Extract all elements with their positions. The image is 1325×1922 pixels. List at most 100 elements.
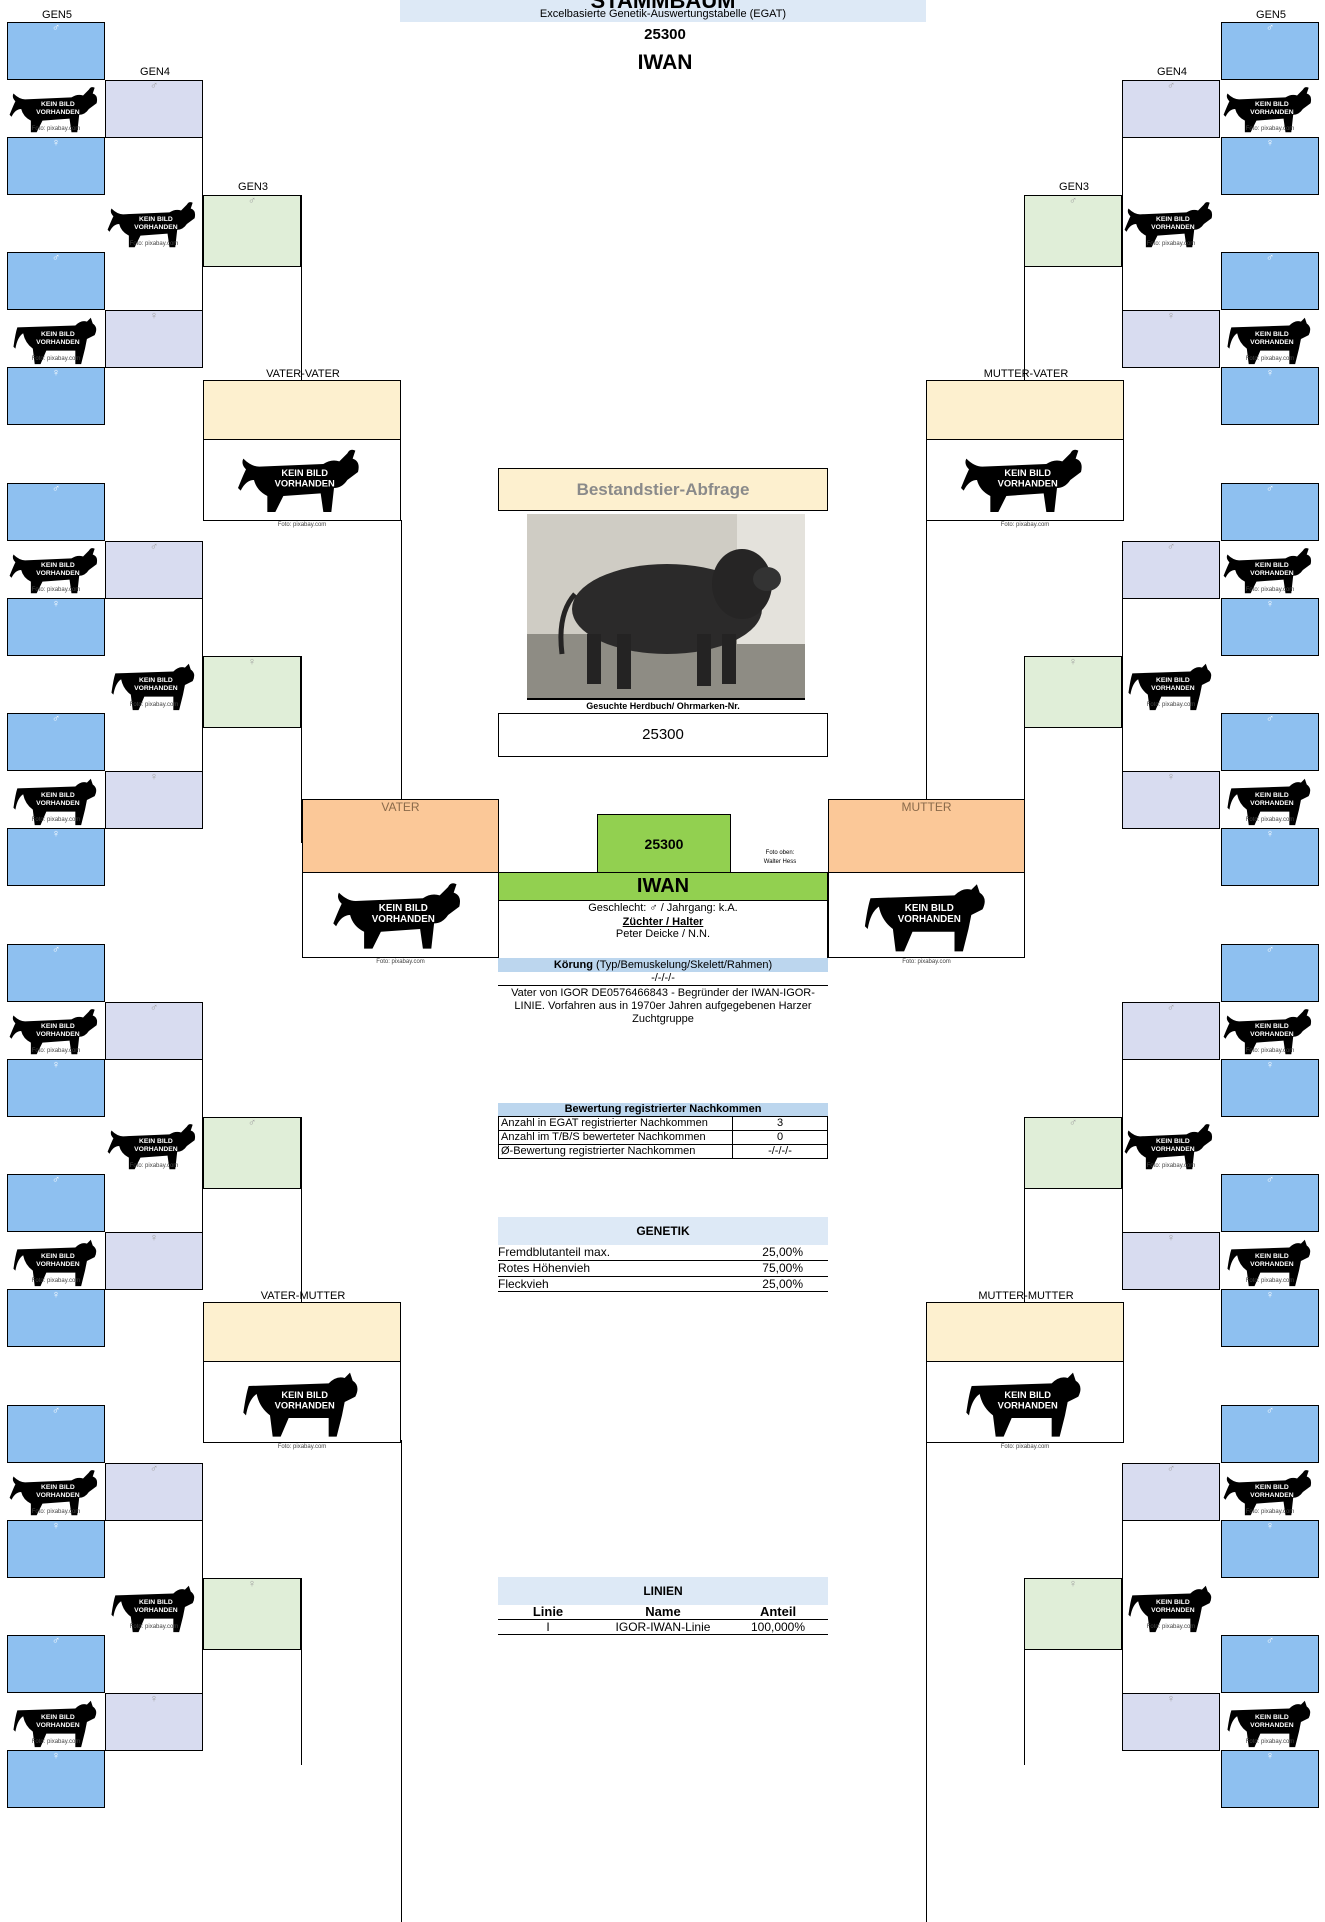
gen5-box-left[interactable]: ♂ [7,1174,105,1232]
gen5-box-left[interactable]: ♀ [7,1520,105,1578]
gen4-box-right[interactable]: ♂ [1122,1002,1220,1060]
mutter-vater-box[interactable] [926,380,1124,440]
genetics-value: 25,00% [762,1277,803,1291]
lines-header-row: Linie Name Anteil [498,1605,828,1620]
gen4-box-right[interactable]: ♀ [1122,1693,1220,1751]
svg-text:VORHANDEN: VORHANDEN [1250,1261,1294,1268]
svg-text:KEIN BILD: KEIN BILD [139,216,173,223]
gen3-box-left[interactable]: ♀ [203,656,301,728]
gen4-box-left[interactable]: ♂ [105,1002,203,1060]
gen5-box-left[interactable]: ♀ [7,1289,105,1347]
gen5-box-right[interactable]: ♀ [1221,1520,1319,1578]
gen5-box-left[interactable]: ♂ [7,944,105,1002]
gen5-box-left[interactable]: ♂ [7,1635,105,1693]
photo-credit: Foto: pixabay.com [902,959,951,965]
search-field[interactable]: 25300 [498,713,828,757]
gen5-box-left[interactable]: ♂ [7,713,105,771]
gen5-box-right[interactable]: ♀ [1221,1750,1319,1808]
gen4-box-left[interactable]: ♂ [105,80,203,138]
gen3-box-left[interactable]: ♂ [203,1117,301,1189]
photo-credit: Foto: pixabay.com [31,126,81,132]
gen4-box-left[interactable]: ♀ [105,771,203,829]
male-symbol: ♂ [1265,713,1275,725]
gen4-box-left[interactable]: ♀ [105,310,203,368]
vater-mutter-label: VATER-MUTTER [260,1290,346,1302]
gen5-box-left[interactable]: ♂ [7,22,105,80]
gen3-label-left: GEN3 [238,181,268,193]
vater-box[interactable]: VATER [302,799,499,873]
gen4-box-left[interactable]: ♂ [105,541,203,599]
gen3-box-left[interactable]: ♀ [203,1578,301,1650]
gen5-box-right[interactable]: ♀ [1221,828,1319,886]
page-subtitle: Excelbasierte Genetik-Auswertungstabelle… [539,8,787,20]
offspring-label: Ø-Bewertung registrierter Nachkommen [498,1144,733,1159]
female-symbol: ♀ [1265,1289,1275,1301]
gen4-box-right[interactable]: ♂ [1122,80,1220,138]
vater-mutter-box[interactable] [203,1302,401,1362]
gen3-box-right[interactable]: ♂ [1024,195,1122,267]
svg-text:VORHANDEN: VORHANDEN [1151,685,1195,692]
table-row: Anzahl im T/B/S bewerteter Nachkommen 0 [498,1130,828,1145]
gen4-box-left[interactable]: ♂ [105,1463,203,1521]
gen5-box-right[interactable]: ♀ [1221,367,1319,425]
svg-text:VORHANDEN: VORHANDEN [1250,1492,1294,1499]
gen5-box-right[interactable]: ♂ [1221,483,1319,541]
male-symbol: ♂ [1265,22,1275,34]
gen4-box-left[interactable]: ♀ [105,1693,203,1751]
gen5-box-left[interactable]: ♀ [7,1750,105,1808]
gen3-box-right[interactable]: ♂ [1024,1117,1122,1189]
gen5-box-left[interactable]: ♀ [7,828,105,886]
page-title: STAMMBAUM [590,0,736,13]
mutter-box[interactable]: MUTTER [828,799,1025,873]
photo-credit: Foto: pixabay.com [1146,1163,1196,1169]
mutter-mutter-box[interactable] [926,1302,1124,1362]
gen5-box-left[interactable]: ♀ [7,367,105,425]
gen5-box-left[interactable]: ♂ [7,483,105,541]
gen5-box-right[interactable]: ♂ [1221,22,1319,80]
gen5-box-right[interactable]: ♀ [1221,137,1319,195]
gen4-box-right[interactable]: ♀ [1122,1232,1220,1290]
female-symbol: ♀ [149,310,159,322]
gen5-box-left[interactable]: ♀ [7,1059,105,1117]
svg-text:KEIN BILD: KEIN BILD [139,677,173,684]
gen5-box-right[interactable]: ♂ [1221,1174,1319,1232]
female-symbol: ♀ [1166,310,1176,322]
gen4-box-left[interactable]: ♀ [105,1232,203,1290]
gen5-box-left[interactable]: ♀ [7,598,105,656]
svg-text:KEIN BILD: KEIN BILD [1004,1390,1051,1400]
gen5-box-left[interactable]: ♂ [7,252,105,310]
gen4-box-right[interactable]: ♀ [1122,771,1220,829]
gen5-box-right[interactable]: ♂ [1221,944,1319,1002]
vater-vater-box[interactable] [203,380,401,440]
gen5-box-right[interactable]: ♀ [1221,1289,1319,1347]
gen5-box-left[interactable]: ♀ [7,137,105,195]
gen4-box-right[interactable]: ♂ [1122,1463,1220,1521]
gen4-box-right[interactable]: ♂ [1122,541,1220,599]
gen4-box-right[interactable]: ♀ [1122,310,1220,368]
gen5-box-right[interactable]: ♂ [1221,1405,1319,1463]
male-symbol: ♂ [51,483,61,495]
gen3-box-left[interactable]: ♂ [203,195,301,267]
lines-col-anteil: Anteil [759,1604,797,1619]
female-symbol: ♀ [1166,771,1176,783]
gen5-box-right[interactable]: ♂ [1221,252,1319,310]
gen3-box-right[interactable]: ♀ [1024,656,1122,728]
svg-text:KEIN BILD: KEIN BILD [139,1599,173,1606]
female-symbol: ♀ [1265,828,1275,840]
genetics-table: Fremdblutanteil max. 25,00% Rotes Höhenv… [498,1245,828,1292]
gen5-box-right[interactable]: ♂ [1221,713,1319,771]
gen3-box-right[interactable]: ♀ [1024,1578,1122,1650]
gen5-box-right[interactable]: ♂ [1221,1635,1319,1693]
gen5-box-right[interactable]: ♀ [1221,598,1319,656]
mutter-vater-label: MUTTER-VATER [983,368,1069,380]
photo-credit-walter: Foto oben: Walter Hess [742,849,818,867]
mutter-mutter-label: MUTTER-MUTTER [978,1290,1074,1302]
svg-text:VORHANDEN: VORHANDEN [36,109,80,116]
photo-credit: Foto: pixabay.com [31,587,81,593]
gen5-box-right[interactable]: ♀ [1221,1059,1319,1117]
gen5-box-left[interactable]: ♂ [7,1405,105,1463]
svg-text:VORHANDEN: VORHANDEN [36,1722,80,1729]
